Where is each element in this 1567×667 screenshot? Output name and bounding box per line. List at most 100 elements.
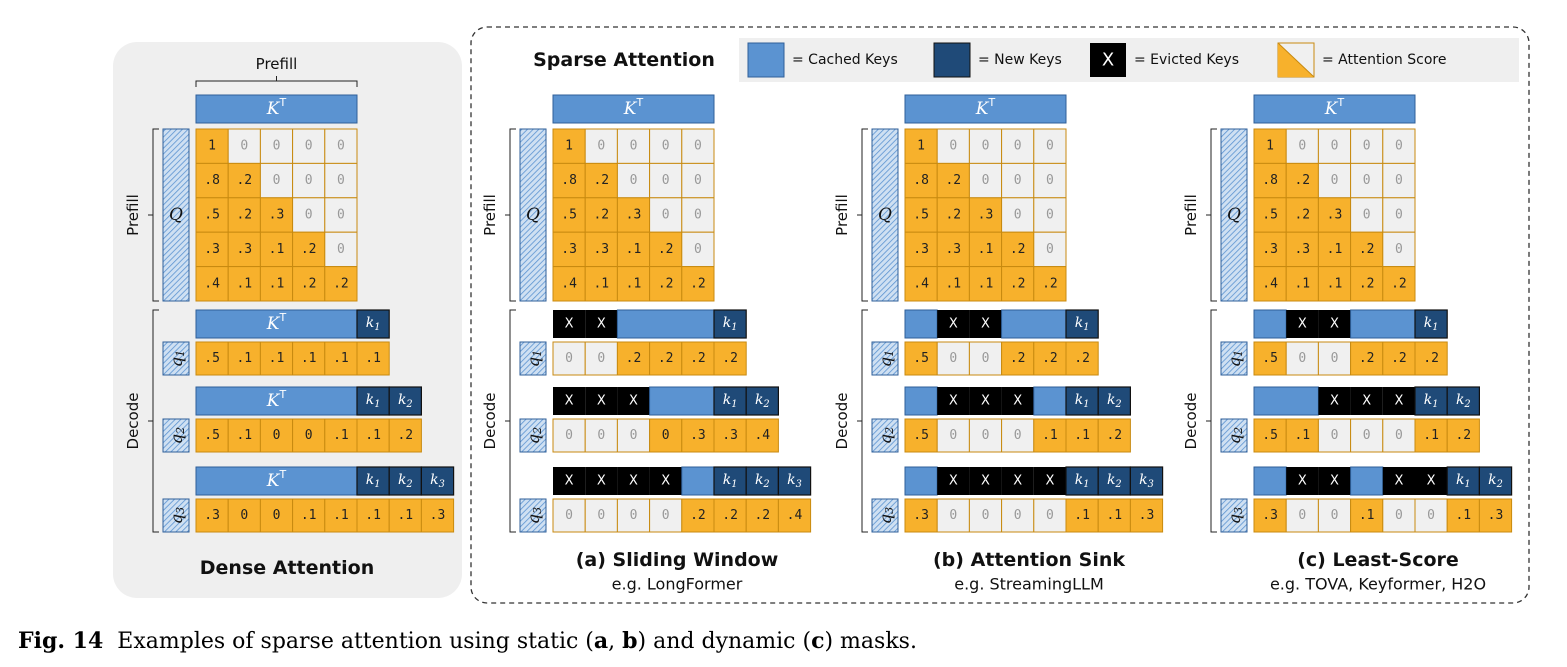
legend-label-cached: = Cached Keys [792, 52, 898, 68]
decode-score-cell [968, 341, 1003, 376]
decode-score-cell [195, 341, 229, 376]
prefill-cell-value: .2 [945, 208, 961, 223]
prefill-cell [259, 197, 294, 233]
decode-new-key-label: k2 [1107, 472, 1122, 490]
decode-evicted-key [1318, 310, 1351, 338]
prefill-cell [584, 128, 618, 164]
decode-score-value: .2 [658, 351, 674, 366]
prefill-cell-value: .1 [593, 276, 609, 291]
decode-new-key-label: k1 [723, 392, 738, 410]
decode-evicted-key [1001, 387, 1034, 415]
prefill-cell-value: .4 [561, 276, 577, 291]
decode-score-cell [681, 498, 715, 533]
prefill-cell [1285, 197, 1319, 233]
legend-item-evicted: X= Evicted Keys [1090, 43, 1239, 77]
decode-score-cell [1414, 498, 1448, 533]
prefill-cell-value: 0 [1046, 208, 1054, 223]
decode-score-cell [227, 341, 261, 376]
decode-score-cell [1382, 418, 1416, 453]
prefill-q-bar [162, 128, 190, 302]
prefill-cell [1350, 266, 1384, 302]
decode-new-key-label: k2 [398, 392, 413, 410]
prefill-cell-value: 0 [630, 173, 638, 188]
decode-score-value: .1 [365, 508, 381, 523]
decode-score-cell [1350, 418, 1384, 453]
legend-label-evicted: = Evicted Keys [1134, 52, 1239, 68]
prefill-cell [324, 128, 358, 164]
decode-new-key [388, 386, 423, 416]
decode-score-value: .2 [397, 428, 413, 443]
decode-score-cell [1001, 341, 1035, 376]
prefill-cell-value: 0 [337, 173, 345, 188]
prefill-top-label: Prefill [256, 55, 298, 73]
decode-q-label: q2 [167, 427, 187, 444]
decode-score-value: .1 [301, 508, 317, 523]
prefill-cell-value: .2 [333, 276, 349, 291]
decode-evicted-key [553, 387, 586, 415]
decode-score-value: 0 [1046, 508, 1054, 523]
decode-score-cell [616, 418, 651, 453]
prefill-cell-value: 0 [694, 208, 702, 223]
decode-new-key-label: k1 [1075, 315, 1090, 333]
prefill-cell-value: .3 [593, 242, 609, 257]
decode-new-key-label: k1 [366, 472, 381, 490]
prefill-cell [1317, 197, 1352, 233]
prefill-cell [324, 197, 358, 233]
decode-cached-keys [195, 386, 358, 416]
decode-score-value: .3 [1488, 508, 1504, 523]
prefill-cell-value: 0 [694, 173, 702, 188]
decode-cached-keys [649, 386, 715, 416]
decode-evicted-glyph: X [1362, 394, 1371, 409]
prefill-cell-value: .8 [204, 173, 220, 188]
prefill-cell-value: .3 [236, 242, 252, 257]
prefill-kt-label: KT [266, 96, 287, 120]
decode-score-cell [713, 418, 747, 453]
prefill-cell-value: 0 [1014, 139, 1022, 154]
decode-score-cell [584, 498, 618, 533]
prefill-cell-value: .2 [236, 173, 252, 188]
decode-score-cell [420, 498, 455, 533]
decode-score-value: 0 [1014, 508, 1022, 523]
decode-score-cell [227, 498, 261, 533]
decode-score-value: 0 [982, 351, 990, 366]
decode-score-value: .1 [333, 351, 349, 366]
decode-cached-keys [904, 309, 938, 339]
prefill-cell-value: .1 [269, 276, 285, 291]
decode-score-value: .2 [1455, 428, 1471, 443]
decode-score-value: .1 [333, 428, 349, 443]
decode-score-cell [1317, 418, 1352, 453]
prefill-cell-value: 0 [949, 139, 957, 154]
decode-evicted-key [617, 387, 650, 415]
decode-score-value: 0 [565, 428, 573, 443]
decode-score-value: 0 [1298, 508, 1306, 523]
decode-new-key [356, 386, 390, 416]
prefill-cell-value: 0 [1395, 173, 1403, 188]
prefill-cell-value: .2 [593, 173, 609, 188]
decode-score-cell [1033, 341, 1067, 376]
decode-score-value: .2 [754, 508, 770, 523]
decode-evicted-key [1382, 467, 1415, 495]
decode-score-value: .1 [1074, 508, 1090, 523]
prefill-cell [1317, 231, 1352, 268]
prefill-cell-value: .1 [1327, 242, 1343, 257]
decode-new-key [1065, 309, 1099, 339]
decode-cached-keys [616, 309, 715, 339]
prefill-cell [195, 128, 229, 164]
legend-label-score: = Attention Score [1322, 52, 1446, 68]
decode-evicted-glyph: X [629, 474, 638, 489]
decode-score-value: .3 [1139, 508, 1155, 523]
decode-new-key [777, 466, 812, 496]
prefill-kt-bar [1253, 94, 1416, 124]
prefill-side-bracket [861, 128, 868, 302]
decode-new-key-label: k1 [1424, 392, 1439, 410]
decode-cached-keys [1350, 466, 1384, 496]
decode-q-label: q3 [876, 507, 896, 524]
decode-new-key [1446, 386, 1480, 416]
decode-evicted-glyph: X [981, 317, 990, 332]
legend-item-new: = New Keys [933, 42, 1062, 78]
decode-q-label: q3 [167, 507, 187, 524]
prefill-cell [292, 197, 326, 233]
decode-cached-keys [1033, 386, 1067, 416]
prefill-q-bar [871, 128, 899, 302]
decode-score-cell [1285, 341, 1319, 376]
